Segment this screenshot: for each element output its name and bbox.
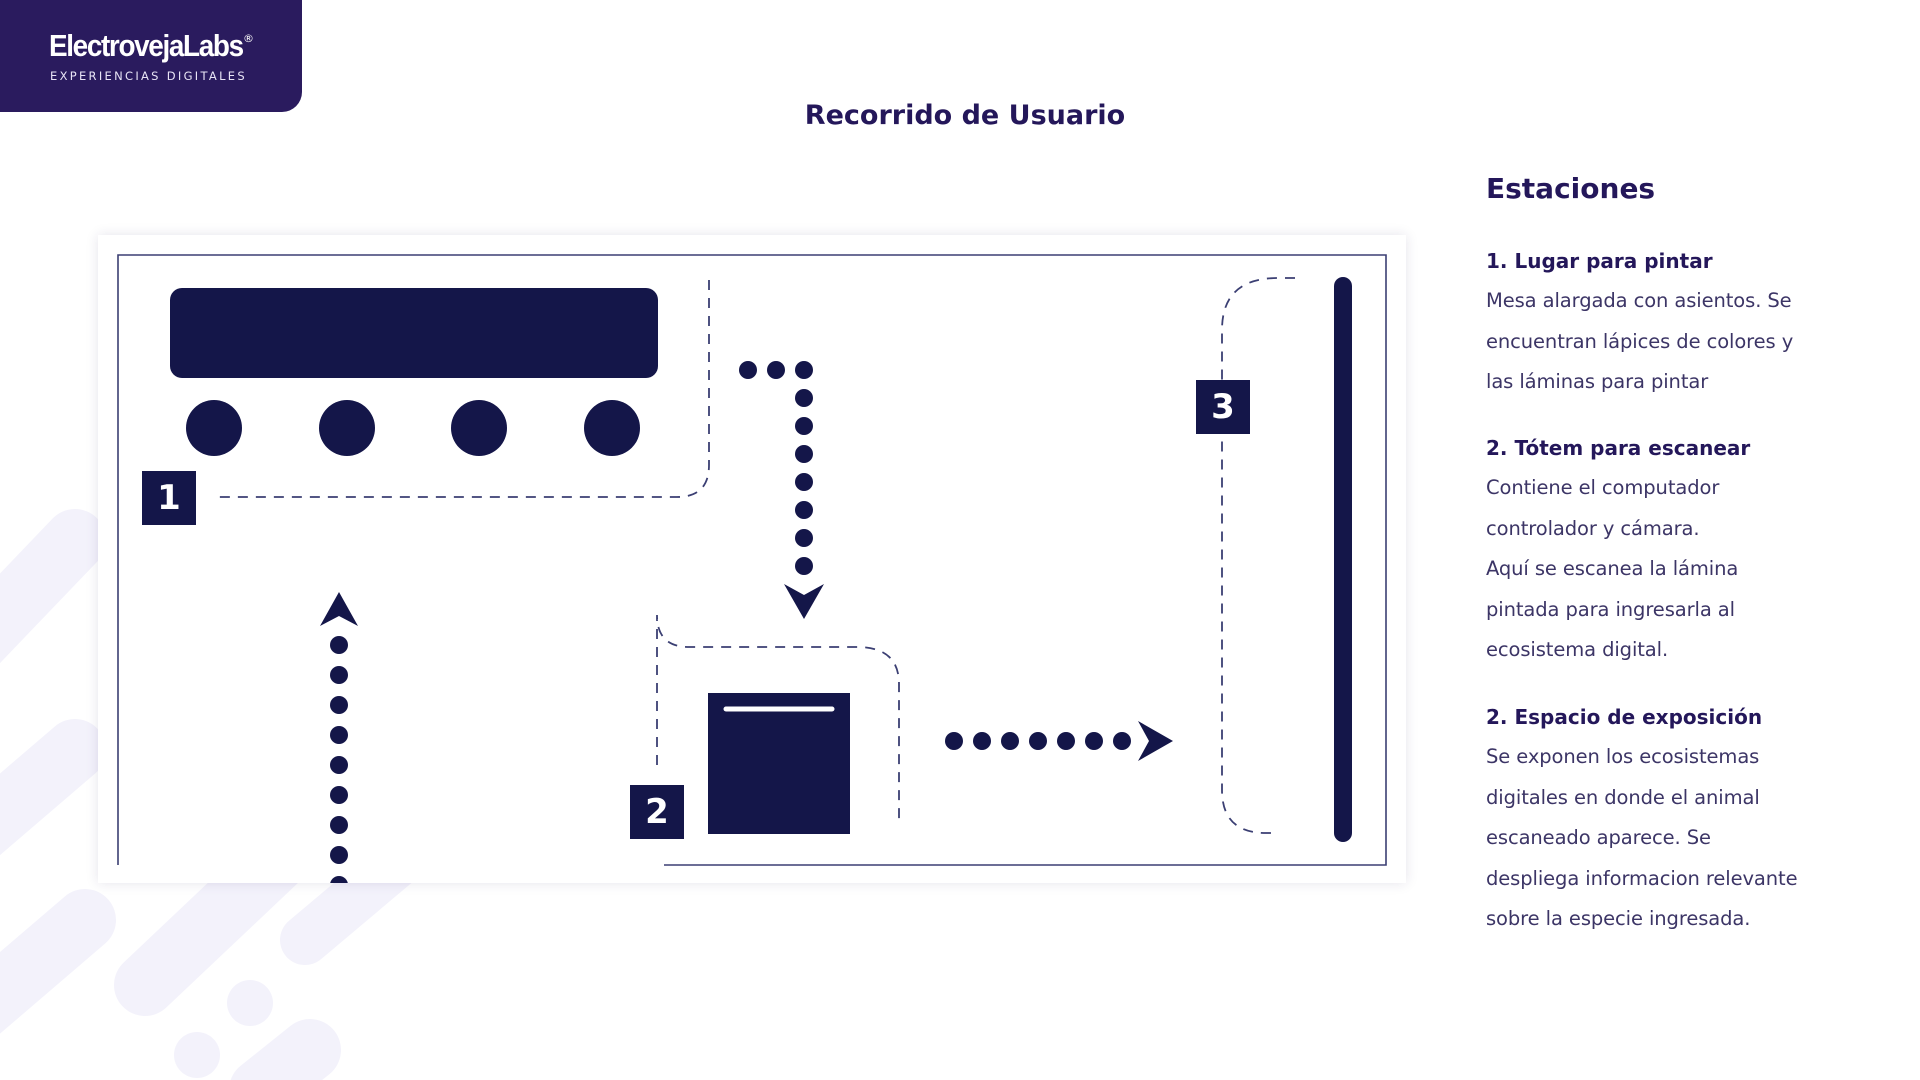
path-arrow-to-totem (739, 361, 824, 619)
station-text: Contiene el computador controlador y cám… (1486, 476, 1739, 661)
seat (451, 400, 507, 456)
path-arrow-to-exhibition (945, 721, 1173, 761)
zone-boundary-1 (212, 280, 710, 498)
station-number-1: 1 (142, 471, 196, 525)
station-title: 2. Espacio de exposición (1486, 705, 1763, 729)
station-number-2: 2 (630, 785, 684, 839)
scanning-totem (708, 693, 850, 834)
registered-mark: ® (243, 32, 254, 45)
station-text: Se exponen los ecosistemas digitales en … (1486, 745, 1798, 930)
seat (186, 400, 242, 456)
station-description-3: 2. Espacio de exposición Se exponen los … (1486, 702, 1886, 940)
brand-tagline: EXPERIENCIAS DIGITALES (50, 69, 247, 83)
brand-logo: ElectrovejaLabs ® EXPERIENCIAS DIGITALES (0, 0, 302, 112)
painting-table (170, 288, 658, 378)
room-wall (117, 254, 1387, 866)
station-title: 2. Tótem para escanear (1486, 436, 1751, 460)
exhibition-screen (1334, 277, 1352, 842)
seat (584, 400, 640, 456)
zone-boundary-3 (1221, 277, 1295, 834)
station-title: 1. Lugar para pintar (1486, 249, 1713, 273)
zone-boundary-2 (656, 614, 900, 825)
station-number-3: 3 (1196, 380, 1250, 434)
station-description-1: 1. Lugar para pintar Mesa alargada con a… (1486, 246, 1886, 403)
seat (319, 400, 375, 456)
brand-name: ElectrovejaLabs (49, 28, 244, 63)
floor-plan (117, 254, 1387, 883)
stations-title: Estaciones (1486, 172, 1656, 205)
station-text: Mesa alargada con asientos. Se encuentra… (1486, 289, 1794, 393)
page-title: Recorrido de Usuario (804, 100, 1126, 131)
floor-plan-card: 1 2 3 (98, 235, 1406, 883)
station-description-2: 2. Tótem para escanear Contiene el compu… (1486, 433, 1886, 671)
path-arrow-entry (320, 592, 358, 883)
